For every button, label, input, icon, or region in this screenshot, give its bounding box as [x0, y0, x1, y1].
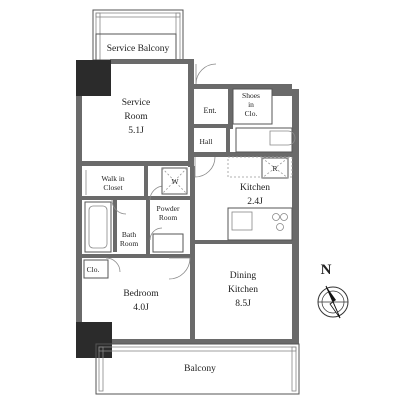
hall-label: Hall — [200, 137, 213, 146]
balcony-label: Balcony — [184, 364, 216, 374]
dining-kitchen-label-line1: Dining — [230, 271, 257, 281]
kitchen-label: Kitchen — [240, 183, 270, 193]
kitchen-area: 2.4J — [247, 197, 263, 207]
powder-room-label-line1: Powder — [157, 204, 180, 213]
service-balcony-label: Service Balcony — [107, 44, 170, 54]
closet-label: Clo. — [87, 265, 100, 274]
shoes-closet-label-line2: in — [248, 100, 254, 109]
bedroom-label: Bedroom — [123, 289, 159, 299]
compass-north-label: N — [321, 262, 332, 278]
balcony — [95, 343, 300, 395]
structural-column-bottom — [76, 322, 112, 358]
outer-walls — [76, 59, 299, 358]
compass-icon: N — [317, 262, 349, 319]
service-room-label-line2: Room — [124, 112, 148, 122]
bath-room-label-line2: Room — [120, 239, 139, 248]
bedroom-area: 4.0J — [133, 303, 149, 313]
fixtures — [83, 88, 296, 279]
refrigerator-label: R — [272, 164, 277, 173]
interior-walls — [82, 124, 292, 344]
powder-room-label-line2: Room — [159, 213, 178, 222]
shoes-closet-label-line1: Shoes — [242, 91, 260, 100]
walk-in-closet-label-line1: Walk in — [101, 174, 125, 183]
dining-kitchen-area: 8.5J — [235, 299, 251, 309]
entrance-label: Ent. — [203, 106, 216, 115]
service-room-label-line1: Service — [122, 98, 151, 108]
dining-kitchen-label-line2: Kitchen — [228, 285, 258, 295]
walk-in-closet-label-line2: Closet — [103, 183, 123, 192]
bath-room-label-line1: Bath — [122, 230, 136, 239]
structural-column-top — [76, 60, 111, 96]
washer-label: W — [171, 177, 179, 186]
service-room-area: 5.1J — [128, 126, 144, 136]
shoes-closet-label-line3: Clo. — [245, 109, 258, 118]
